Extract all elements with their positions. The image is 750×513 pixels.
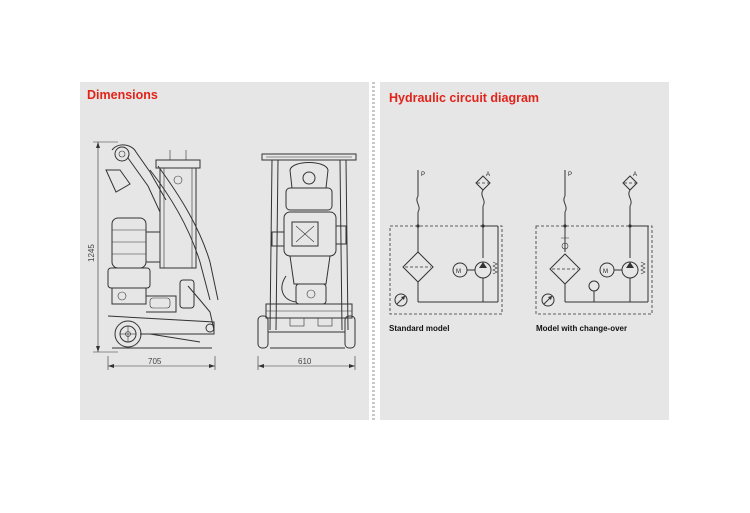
height-dimension-label: 1245 [87,244,96,262]
standard-circuit-diagram: P A M [389,170,503,315]
dimensions-panel [80,82,369,420]
port-p-label: P [421,172,425,178]
port-a-label: A [486,172,490,178]
port-a-label-2: A [633,172,637,178]
changeover-circuit-diagram: P A M [535,170,653,315]
hydraulic-title: Hydraulic circuit diagram [389,91,540,105]
hydraulic-panel [380,82,669,420]
changeover-model-caption: Model with change-over [536,324,628,333]
motor-symbol-2: M [603,269,608,275]
side-width-label: 705 [148,357,162,366]
side-view-drawing: 1245 705 [87,141,219,370]
port-p-label-2: P [568,172,572,178]
standard-model-caption: Standard model [389,324,450,333]
motor-symbol: M [456,269,461,275]
dimensions-title: Dimensions [87,88,158,102]
front-view-drawing: 610 [257,153,357,370]
front-width-label: 610 [298,357,312,366]
panel-divider [372,82,375,420]
